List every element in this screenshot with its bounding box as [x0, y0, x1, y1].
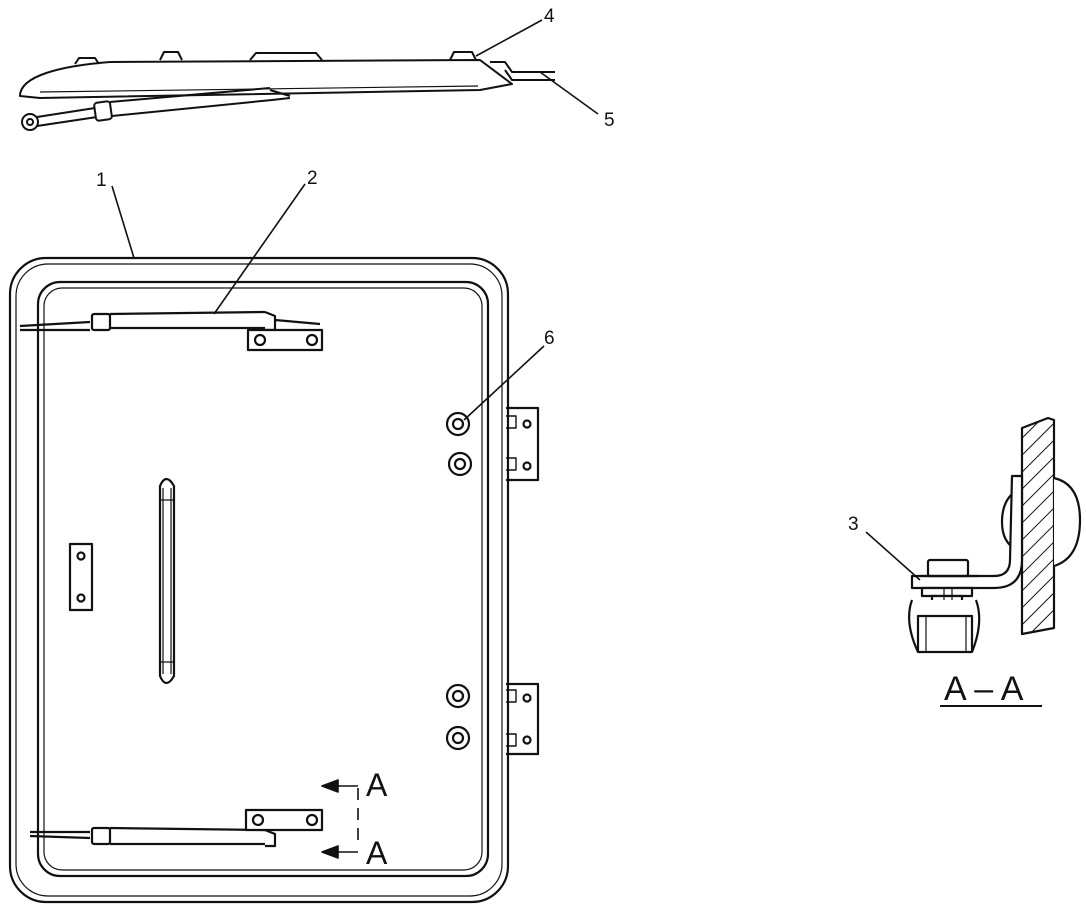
section-boss-right — [1053, 476, 1082, 568]
side-view-gas-strut — [21, 87, 291, 131]
callout-2: 2 — [307, 168, 318, 189]
section-marker-upper: A — [366, 767, 388, 803]
hatch-frame-outer — [8, 256, 510, 904]
side-view-boss — [74, 57, 100, 65]
hinge-nut — [445, 683, 471, 709]
lower-hinge — [506, 682, 540, 756]
upper-strut-bracket — [246, 328, 324, 352]
leader-5 — [539, 71, 599, 115]
section-arrow-lower — [321, 845, 339, 859]
leader-4 — [475, 19, 543, 57]
hatch-frame-outer-inset — [15, 263, 503, 897]
hatch-panel-inner — [36, 280, 490, 878]
section-marker-lower: A — [366, 835, 388, 871]
section-bolt — [907, 558, 981, 654]
callout-3: 3 — [848, 514, 859, 535]
side-view-boss — [249, 52, 323, 61]
lower-strut-bracket — [244, 808, 324, 832]
hatch-front-view — [8, 256, 540, 904]
side-view — [19, 51, 555, 131]
upper-gas-strut — [19, 310, 321, 332]
callout-6: 6 — [544, 328, 555, 349]
hinge-nut — [445, 411, 471, 437]
leader-2 — [213, 183, 306, 315]
hinge-nut — [445, 725, 471, 751]
lower-gas-strut — [29, 826, 277, 848]
section-wall — [1020, 416, 1056, 636]
leader-3 — [865, 531, 921, 581]
section-view-title: A – A — [944, 670, 1024, 708]
section-arrow-upper — [321, 779, 339, 793]
callout-5: 5 — [604, 110, 615, 131]
section-cut-line — [321, 779, 359, 859]
hatch-handle — [158, 477, 176, 685]
latch-plate — [68, 542, 94, 612]
hatch-panel-inner-inset — [43, 287, 483, 871]
section-view-a-a — [907, 416, 1082, 654]
callout-1: 1 — [96, 170, 107, 191]
side-view-lid — [19, 59, 513, 99]
callout-4: 4 — [544, 6, 555, 27]
leader-lines — [111, 19, 1042, 707]
side-view-boss — [159, 51, 183, 61]
side-view-boss — [449, 51, 477, 61]
upper-hinge — [506, 406, 540, 482]
leader-6 — [463, 345, 545, 421]
leader-1 — [111, 185, 135, 259]
side-view-hinge — [490, 61, 555, 81]
hinge-nut — [447, 451, 473, 477]
